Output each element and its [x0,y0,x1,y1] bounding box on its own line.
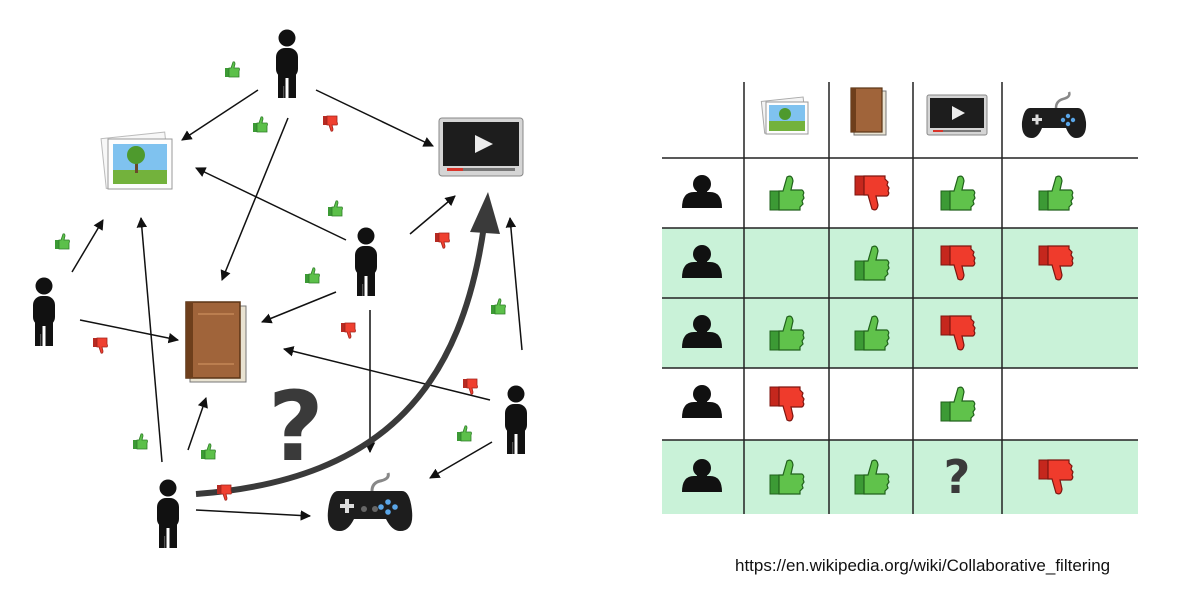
edge [409,195,456,235]
matrix-cells: ? [769,175,1074,504]
user-icon [682,385,722,418]
matrix-row-highlights [662,228,1138,514]
thumbs-down-icon [769,386,805,422]
edge [261,291,337,324]
matrix-grid [662,82,1138,514]
picture-icon [760,96,809,135]
source-caption: https://en.wikipedia.org/wiki/Collaborat… [735,556,1111,575]
edge [187,397,208,451]
collaborative-filtering-network: ? [33,29,527,548]
highlighted-row [662,298,1138,368]
question-mark: ? [944,450,971,504]
edge [195,167,347,241]
thumbs-up-icon [940,175,976,211]
edge [136,216,163,463]
thumbs-up-icon [1038,175,1074,211]
network-edges [71,89,523,521]
thumbs-up-icon [769,175,805,211]
user-icon [682,175,722,208]
book-icon [850,87,887,136]
edge [429,441,493,479]
thumbs-up-icon [940,386,976,422]
edge [195,509,312,521]
gamepad-icon [1020,90,1088,140]
prediction-arrow [195,192,500,497]
edge [505,216,523,351]
edge [71,219,104,273]
edge [282,346,491,401]
thumbs-down-icon [854,175,890,211]
question-mark: ? [268,371,324,483]
edge [315,89,434,147]
video-icon [926,94,988,136]
edge [220,117,289,281]
edge [79,319,180,344]
edge [181,89,259,141]
